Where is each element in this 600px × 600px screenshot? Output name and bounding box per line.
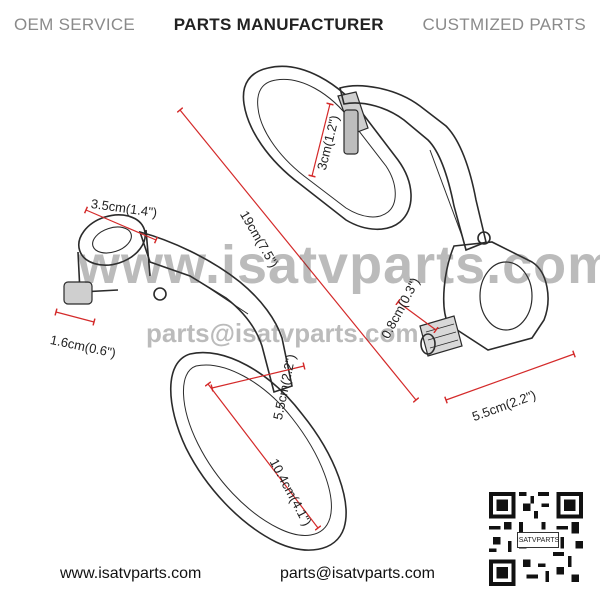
qr-logo-badge: ISATVPARTS	[517, 532, 559, 548]
header-bar: OEM SERVICE PARTS MANUFACTURER CUSTMIZED…	[0, 0, 600, 50]
watermark-website: www.isatvparts.com	[78, 235, 600, 295]
header-parts-manufacturer: PARTS MANUFACTURER	[173, 15, 384, 34]
header-oem-service: OEM SERVICE	[14, 15, 136, 34]
qr-code	[489, 492, 583, 586]
footer-website-link[interactable]: www.isatvparts.com	[60, 565, 202, 582]
header-customized-parts: CUSTMIZED PARTS	[422, 15, 586, 34]
dimension-lines	[54, 102, 576, 531]
footer-email-link[interactable]: parts@isatvparts.com	[280, 565, 435, 582]
watermark-email: parts@isatvparts.com	[146, 318, 419, 348]
